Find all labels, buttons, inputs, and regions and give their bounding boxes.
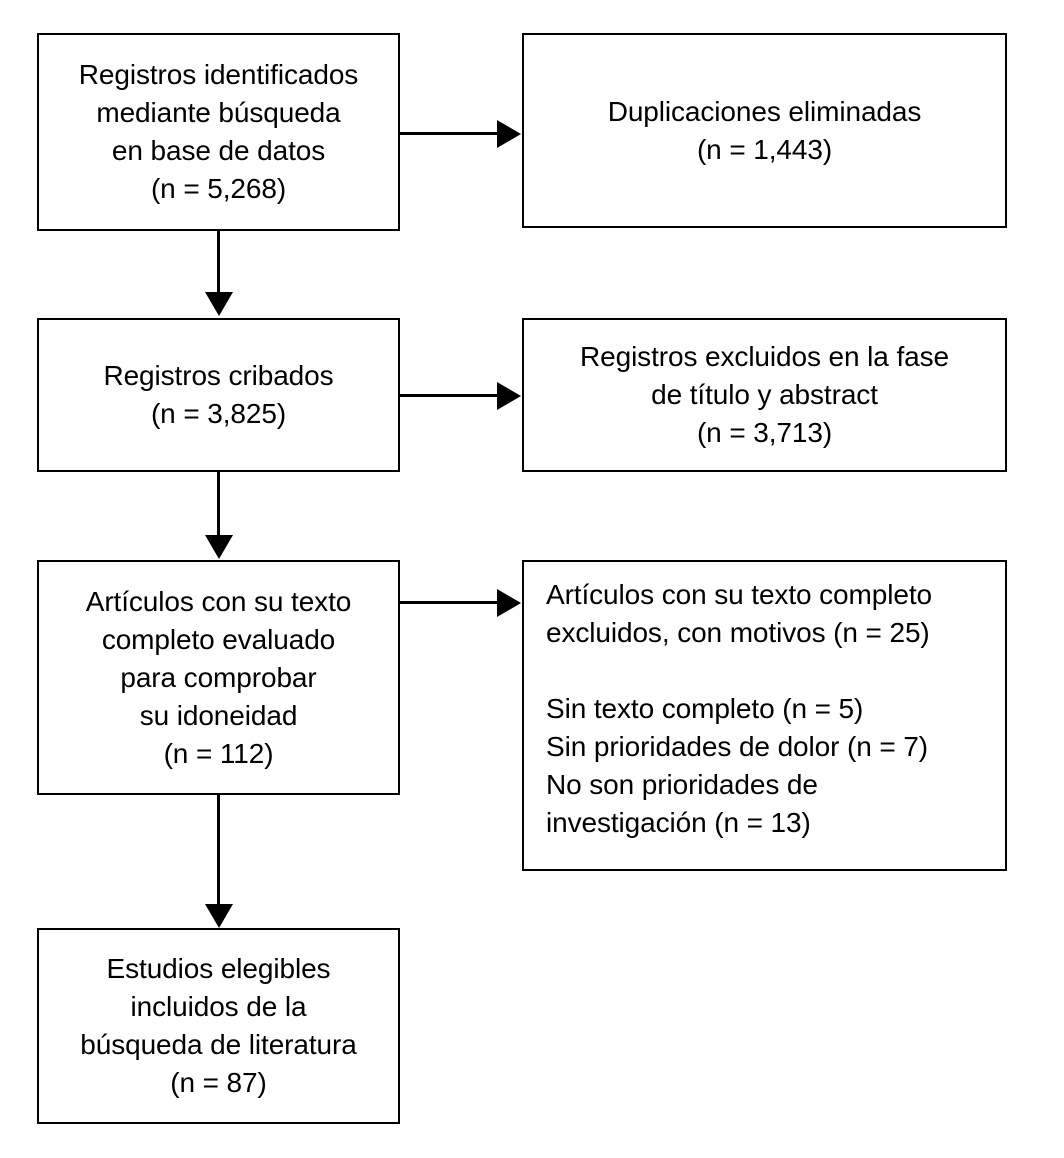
box-count-line: (n = 3,825) [150,398,287,429]
box-records-excluded-title-abstract: Registros excluidos en la fase de título… [522,318,1007,472]
arrowhead-down-icon [204,535,233,559]
arrow-fulltext-to-included [217,795,220,905]
arrowhead-down-icon [204,292,233,316]
arrowhead-right-icon [497,381,521,410]
box-studies-included: Estudios elegibles incluidos de la búsqu… [37,928,400,1124]
box-line: Artículos con su texto [85,585,352,617]
arrow-screened-to-excluded [400,394,498,397]
box-line: Registros excluidos en la fase [580,341,949,372]
box-line: su idoneidad [139,699,298,731]
box-records-screened: Registros cribados (n = 3,825) [37,318,400,472]
box-count-line: (n = 112) [163,737,274,769]
box-records-identified: Registros identificados mediante búsqued… [37,33,400,231]
arrowhead-right-icon [497,588,521,617]
box-line: búsqueda de literatura [80,1029,357,1060]
box-line: en base de datos [111,135,326,166]
box-fulltext-excluded-with-reasons: Artículos con su texto completo excluido… [522,560,1007,871]
box-count-line: (n = 1,443) [696,133,833,165]
box-line: completo evaluado [101,623,336,655]
box-line: Estudios elegibles [106,953,331,984]
box-fulltext-assessed-eligibility: Artículos con su texto completo evaluado… [37,560,400,795]
box-line: para comprobar [120,661,317,693]
arrow-identified-to-duplicates [400,132,498,135]
box-line: mediante búsqueda [96,97,341,128]
box-count-line: (n = 87) [170,1067,267,1098]
exclusion-reason-line: No son prioridades de [546,769,818,800]
box-header-line: Artículos con su texto completo [546,579,932,610]
box-line: de título y abstract [651,379,878,410]
arrow-identified-to-screened [217,231,220,293]
box-duplicates-removed: Duplicaciones eliminadas (n = 1,443) [522,33,1007,228]
box-line: Registros identificados [78,59,359,90]
exclusion-reason-line: Sin texto completo (n = 5) [546,693,864,724]
box-line: incluidos de la [130,991,307,1022]
box-line: Duplicaciones eliminadas [607,95,922,127]
box-count-line: (n = 3,713) [696,417,833,448]
arrowhead-down-icon [204,904,233,928]
box-count-line: (n = 5,268) [150,173,287,204]
arrow-fulltext-to-excluded-reasons [400,601,498,604]
box-header-line: excluidos, con motivos (n = 25) [546,617,930,648]
exclusion-reason-line: Sin prioridades de dolor (n = 7) [546,731,929,762]
exclusion-reason-line: investigación (n = 13) [546,807,811,838]
arrowhead-right-icon [497,119,521,148]
arrow-screened-to-fulltext [217,472,220,536]
box-line: Registros cribados [103,360,334,391]
